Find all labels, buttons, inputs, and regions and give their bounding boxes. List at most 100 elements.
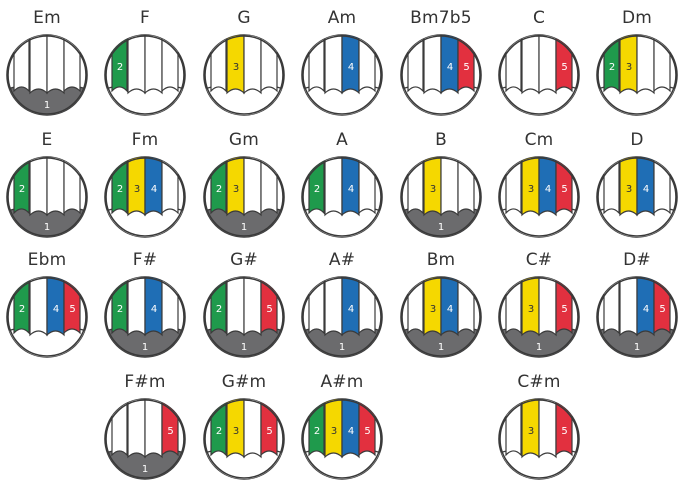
finger-number-four: 4	[643, 304, 649, 315]
diagram-border	[302, 35, 382, 115]
chord-name: F	[140, 8, 150, 28]
thumb-number: 1	[241, 222, 247, 233]
diagram-border	[401, 157, 481, 237]
finger-four-key-pressed	[341, 157, 360, 217]
finger-key	[440, 157, 459, 217]
chord-name: A#	[328, 250, 356, 270]
thumb-number: 1	[44, 222, 50, 233]
hand-diagram: 3	[203, 34, 285, 116]
finger-key	[324, 35, 343, 95]
finger-number-two: 2	[314, 426, 320, 437]
finger-key	[324, 277, 343, 337]
chord-name: C	[532, 8, 546, 28]
finger-number-five: 5	[266, 426, 272, 437]
finger-four-key-pressed	[46, 277, 65, 337]
diagram-border	[105, 277, 185, 357]
finger-number-five: 5	[463, 62, 469, 73]
finger-number-five: 5	[266, 304, 272, 315]
finger-number-five: 5	[561, 62, 567, 73]
diagram-border	[204, 35, 284, 115]
chord-name: G	[237, 8, 251, 28]
finger-key	[243, 399, 262, 459]
finger-key	[127, 399, 146, 459]
chord-name: Gm	[228, 130, 260, 150]
chord-name: A#m	[320, 372, 364, 392]
finger-number-five: 5	[364, 426, 370, 437]
chord-name: Em	[33, 8, 61, 28]
diagram-border	[401, 277, 481, 357]
diagram-border	[302, 399, 382, 479]
diagram-border	[499, 157, 579, 237]
hand-diagram: 41	[301, 276, 383, 358]
hand-diagram: 21	[6, 156, 88, 238]
finger-four-key-pressed	[144, 277, 163, 337]
finger-key	[46, 157, 65, 217]
chord-name: C#	[525, 250, 553, 270]
diagram-border	[7, 277, 87, 357]
finger-four-key-pressed	[341, 277, 360, 337]
finger-four-key-pressed	[341, 399, 360, 459]
finger-number-two: 2	[216, 304, 222, 315]
finger-four-key-pressed	[144, 157, 163, 217]
finger-number-five: 5	[561, 304, 567, 315]
finger-number-two: 2	[314, 184, 320, 195]
diagram-border	[105, 157, 185, 237]
diagram-border	[302, 157, 382, 237]
finger-number-four: 4	[151, 184, 157, 195]
diagram-border	[105, 35, 185, 115]
finger-key	[29, 35, 48, 95]
finger-key	[127, 277, 146, 337]
finger-key	[243, 157, 262, 217]
finger-key	[619, 277, 638, 337]
finger-number-two: 2	[609, 62, 615, 73]
finger-key	[538, 35, 557, 95]
chord-name: B	[435, 130, 447, 150]
finger-four-key-pressed	[341, 35, 360, 95]
finger-number-three: 3	[528, 184, 534, 195]
chord-name: F#	[132, 250, 158, 270]
finger-number-four: 4	[348, 62, 354, 73]
finger-number-three: 3	[430, 184, 436, 195]
finger-number-four: 4	[447, 62, 453, 73]
finger-number-two: 2	[216, 426, 222, 437]
finger-key	[144, 35, 163, 95]
thumb-number: 1	[142, 342, 148, 353]
diagram-border	[105, 399, 185, 479]
thumb-number: 1	[634, 342, 640, 353]
finger-four-key-pressed	[440, 277, 459, 337]
chord-name: D	[630, 130, 644, 150]
finger-number-five: 5	[561, 426, 567, 437]
chord-name: Ebm	[27, 250, 67, 270]
finger-number-four: 4	[53, 304, 59, 315]
finger-number-three: 3	[134, 184, 140, 195]
finger-number-four: 4	[643, 184, 649, 195]
diagram-border	[597, 277, 677, 357]
diagram-border	[401, 35, 481, 115]
finger-number-three: 3	[626, 184, 632, 195]
thumb-number: 1	[339, 342, 345, 353]
finger-key	[636, 35, 655, 95]
